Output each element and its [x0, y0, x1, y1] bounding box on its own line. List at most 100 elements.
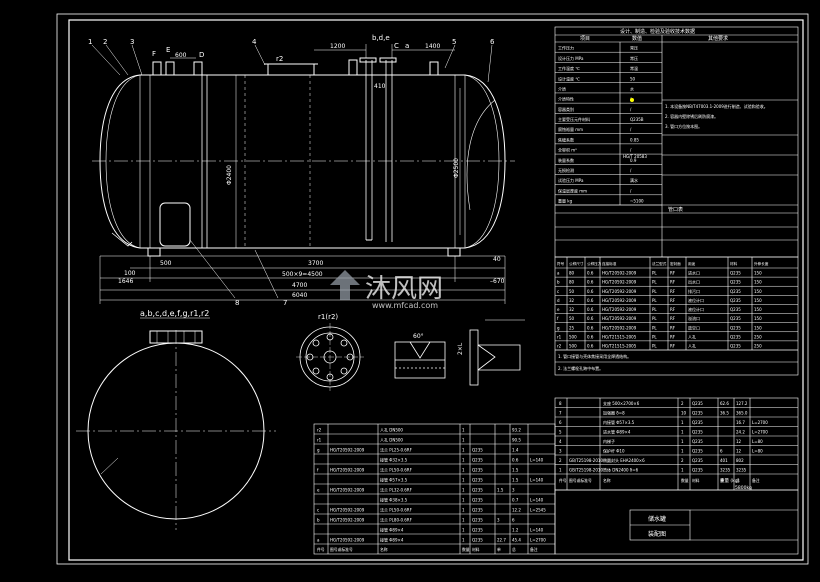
bom-right-cell: 1: [559, 468, 562, 473]
bom-right-cell: Q235: [692, 468, 703, 473]
bom-left-cell: 1: [462, 498, 465, 503]
bom-left-cell: 法兰 PL50-0.6RF: [380, 507, 413, 513]
nozzle-cell: PL: [652, 289, 657, 294]
part-label-7: 7: [283, 299, 287, 307]
bom-left-cell: c: [317, 508, 319, 513]
bom-left-cell: 1: [462, 508, 465, 513]
nozzle-cell: Q235: [730, 280, 741, 285]
tech-note-3: 3. 管口方位按本图。: [665, 123, 702, 129]
bom-right-cell: 进水管 Φ89×4: [603, 429, 631, 435]
bom-left-header-cell: 图号或标准号: [330, 547, 353, 552]
dim-1400: 1400: [425, 43, 440, 50]
tech-row-label: 工作压力: [558, 45, 574, 51]
bom-right-cell: 2: [681, 458, 684, 463]
bom-left-cell: 1: [462, 478, 465, 483]
bom-right-cell: 3: [559, 449, 562, 454]
bom-left-cell: a: [317, 538, 320, 543]
bom-right-cell: 36.5: [720, 411, 729, 416]
bom-left-cell: 法兰 PL80-0.6RF: [380, 517, 413, 523]
nozzle-cell: 150: [754, 298, 762, 303]
nozzle-cell: HG/T21515-2005: [602, 334, 637, 339]
bom-right-cell: 5: [559, 430, 562, 435]
bom-left-cell: Q235: [472, 538, 483, 543]
bom-left-cell: HG/T20592-2009: [330, 518, 365, 523]
nozzle-cell: Q235: [730, 289, 741, 294]
nozzle-cell: 150: [754, 307, 762, 312]
tech-row-label: 重量 kg: [558, 198, 573, 204]
bom-right-cell: 4: [559, 439, 562, 444]
part-label-2: 2: [103, 38, 107, 46]
nozzle-label-C: C: [394, 42, 399, 50]
tech-row-value: 满水: [630, 177, 638, 183]
tech-row-label: 焦缝系数: [558, 136, 574, 142]
tech-row-value: /: [630, 127, 632, 132]
bom-right-cell: 10: [681, 411, 687, 416]
bom-left-cell: Q235: [472, 448, 483, 453]
nozzle-note-1: 1. 管口接管与壳体焦接采用全焊透结构。: [558, 353, 631, 359]
nozzle-label-F: F: [152, 50, 156, 58]
tech-row-label: 设计温度 ℃: [558, 75, 580, 81]
bom-right-cell: 7: [559, 411, 562, 416]
bom-left-cell: HG/T20592-2009: [330, 508, 365, 513]
nozzle-cell: 250: [754, 344, 762, 349]
bom-right-cell: 24.2: [736, 430, 745, 435]
bom-left-cell: f: [317, 468, 319, 473]
dim-600: 600: [175, 52, 187, 59]
tech-weld-std: HG/T 20583: [623, 154, 647, 159]
weld-dim: 2×L: [457, 342, 464, 355]
bom-left-cell: Q235: [472, 488, 483, 493]
watermark-url: www.mfcad.com: [372, 301, 438, 310]
bom-right-cell: 椭圆封头 EHA2400×6: [603, 457, 645, 463]
tech-row-value: ~5100: [630, 199, 644, 204]
bom-left-header-cell: 名称: [380, 547, 388, 552]
tech-table: [554, 26, 799, 258]
nozzle-cell: RF: [670, 316, 676, 321]
bom-right-cell: 加强圈 δ=8: [603, 410, 625, 416]
tech-row-label: 工作温度 ℃: [558, 65, 580, 71]
watermark: 沐风网 www.mfcad.com: [330, 270, 443, 310]
nozzle-cell: 液位计口: [688, 297, 704, 303]
bom-left-cell: Q235: [472, 508, 483, 513]
nozzle-cell: 150: [754, 289, 762, 294]
bom-right-cell: Q235: [692, 420, 703, 425]
bom-left-cell: Q235: [472, 518, 483, 523]
nozzle-cell: HG/T20592-2009: [602, 325, 637, 330]
tech-row-label: 介质特性: [558, 96, 574, 102]
nozzle-cell: 排污口: [688, 288, 700, 294]
tech-sub-title: 管口表: [668, 206, 683, 213]
bom-right-cell: 内梯子: [603, 438, 615, 444]
dim-1646: 1646: [118, 278, 133, 285]
bom-left-cell: 1: [462, 528, 465, 533]
bom-right-total: 5800kg: [735, 485, 752, 491]
watermark-cn: 沐风网: [365, 274, 443, 304]
nozzle-cell: Q235: [730, 307, 741, 312]
part-label-3: 3: [130, 38, 134, 46]
nozzle-cell: HG/T20592-2009: [602, 271, 637, 276]
bom-right-cell: L=2700: [752, 430, 768, 435]
nozzle-cell: g: [557, 325, 560, 330]
bom-left-cell: 1: [462, 538, 465, 543]
nozzle-cell: 0.6: [587, 344, 594, 349]
bom-right-cell: 1: [681, 468, 684, 473]
weld-angle: 60°: [413, 333, 424, 340]
bom-right-cell: 3235: [720, 468, 731, 473]
bom-left-cell: L=2700: [530, 538, 546, 543]
bom-left-cell: 1: [462, 488, 465, 493]
tech-row-label: 介质: [558, 85, 566, 91]
nozzle-cell: Q235: [730, 334, 741, 339]
bom-right-cell: 12: [736, 449, 742, 454]
nozzle-cell: PL: [652, 334, 657, 339]
bom-left-cell: 1: [462, 458, 465, 463]
tech-table-title: 设计、制造、检验及验收技术数据: [620, 28, 695, 35]
bom-right-cell: Q235: [692, 449, 703, 454]
nozzle-cell: a: [557, 271, 560, 276]
title-block-name: 储水罐: [648, 515, 666, 523]
tech-col-mid: 数值: [632, 35, 642, 42]
bom-right-cell: 127.2: [736, 401, 748, 406]
bom-right-cell: Q235: [692, 411, 703, 416]
bom-left-grid: [313, 423, 556, 555]
bom-left-cell: 1: [462, 428, 465, 433]
tech-row-label: 容器类别: [558, 106, 574, 112]
